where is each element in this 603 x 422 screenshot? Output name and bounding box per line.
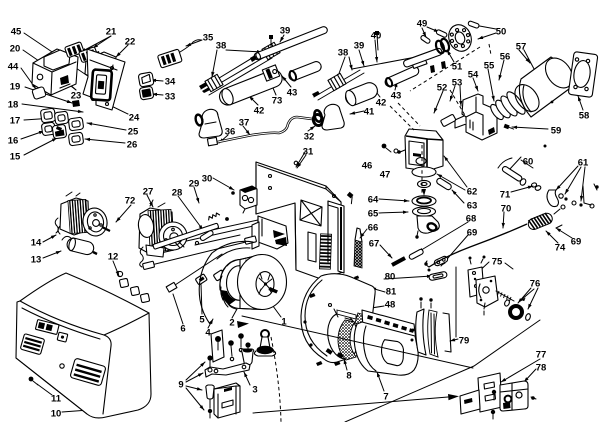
svg-text:1: 1 [281,317,287,328]
svg-text:10: 10 [51,409,62,420]
svg-text:63: 63 [467,201,478,212]
svg-text:26: 26 [127,140,138,151]
svg-text:9: 9 [178,380,183,391]
svg-text:39: 39 [354,41,365,52]
svg-text:58: 58 [579,111,590,122]
svg-text:46: 46 [362,161,373,172]
svg-text:51: 51 [452,62,463,73]
svg-text:23: 23 [71,91,82,102]
svg-text:50: 50 [496,27,507,38]
svg-text:43: 43 [287,88,298,99]
svg-text:19: 19 [10,82,21,93]
svg-text:3: 3 [252,385,257,396]
svg-text:30: 30 [202,174,213,185]
svg-text:7: 7 [383,392,388,403]
svg-text:36: 36 [225,127,236,138]
svg-text:11: 11 [51,394,62,405]
svg-text:16: 16 [8,136,19,147]
svg-text:69: 69 [571,237,582,248]
svg-text:28: 28 [172,188,183,199]
svg-text:5: 5 [199,315,205,326]
svg-text:76: 76 [530,279,541,290]
svg-text:2: 2 [229,318,234,329]
svg-text:81: 81 [386,287,397,298]
svg-text:70: 70 [501,204,512,215]
svg-text:67: 67 [369,239,380,250]
svg-text:66: 66 [368,223,379,234]
svg-text:80: 80 [385,272,396,283]
svg-text:6: 6 [180,324,185,335]
svg-text:42: 42 [376,98,387,109]
svg-text:12: 12 [108,252,119,263]
svg-text:45: 45 [11,27,22,38]
svg-text:79: 79 [459,336,470,347]
svg-text:75: 75 [492,257,503,268]
svg-text:15: 15 [10,152,21,163]
svg-text:77: 77 [536,350,547,361]
svg-text:43: 43 [391,91,402,102]
svg-text:52: 52 [437,83,448,94]
svg-text:78: 78 [536,363,547,374]
svg-text:49: 49 [417,19,428,30]
svg-text:69: 69 [467,228,478,239]
svg-text:64: 64 [368,195,379,206]
svg-text:29: 29 [189,179,200,190]
svg-text:68: 68 [466,214,477,225]
svg-text:73: 73 [272,96,283,107]
svg-text:47: 47 [380,170,391,181]
svg-text:59: 59 [551,126,562,137]
svg-text:37: 37 [239,118,250,129]
svg-text:17: 17 [10,116,21,127]
svg-text:27: 27 [143,187,154,198]
svg-text:39: 39 [280,26,291,37]
svg-text:38: 38 [338,48,349,59]
svg-text:32: 32 [304,132,315,143]
svg-text:33: 33 [165,92,176,103]
svg-text:18: 18 [8,100,19,111]
svg-text:54: 54 [468,70,479,81]
svg-text:40: 40 [371,31,382,42]
svg-text:48: 48 [385,300,396,311]
svg-text:61: 61 [578,158,589,169]
svg-text:34: 34 [165,77,176,88]
svg-text:35: 35 [203,33,214,44]
svg-text:31: 31 [303,147,314,158]
svg-text:38: 38 [216,41,227,52]
svg-text:8: 8 [346,371,351,382]
svg-text:20: 20 [10,44,21,55]
svg-text:42: 42 [254,106,265,117]
svg-text:13: 13 [31,255,42,266]
svg-text:25: 25 [128,127,139,138]
svg-text:65: 65 [368,209,379,220]
svg-text:72: 72 [125,196,136,207]
svg-text:57: 57 [516,42,527,53]
svg-text:21: 21 [106,27,117,38]
svg-text:22: 22 [125,37,136,48]
svg-text:55: 55 [484,61,495,72]
svg-text:24: 24 [129,113,140,124]
svg-text:44: 44 [8,62,19,73]
svg-text:41: 41 [364,107,375,118]
svg-text:56: 56 [500,52,511,63]
svg-text:53: 53 [452,78,463,89]
svg-text:62: 62 [467,187,478,198]
svg-text:4: 4 [205,328,211,339]
svg-text:74: 74 [555,243,566,254]
svg-text:60: 60 [523,157,534,168]
svg-text:14: 14 [31,238,42,249]
svg-text:71: 71 [500,190,511,201]
